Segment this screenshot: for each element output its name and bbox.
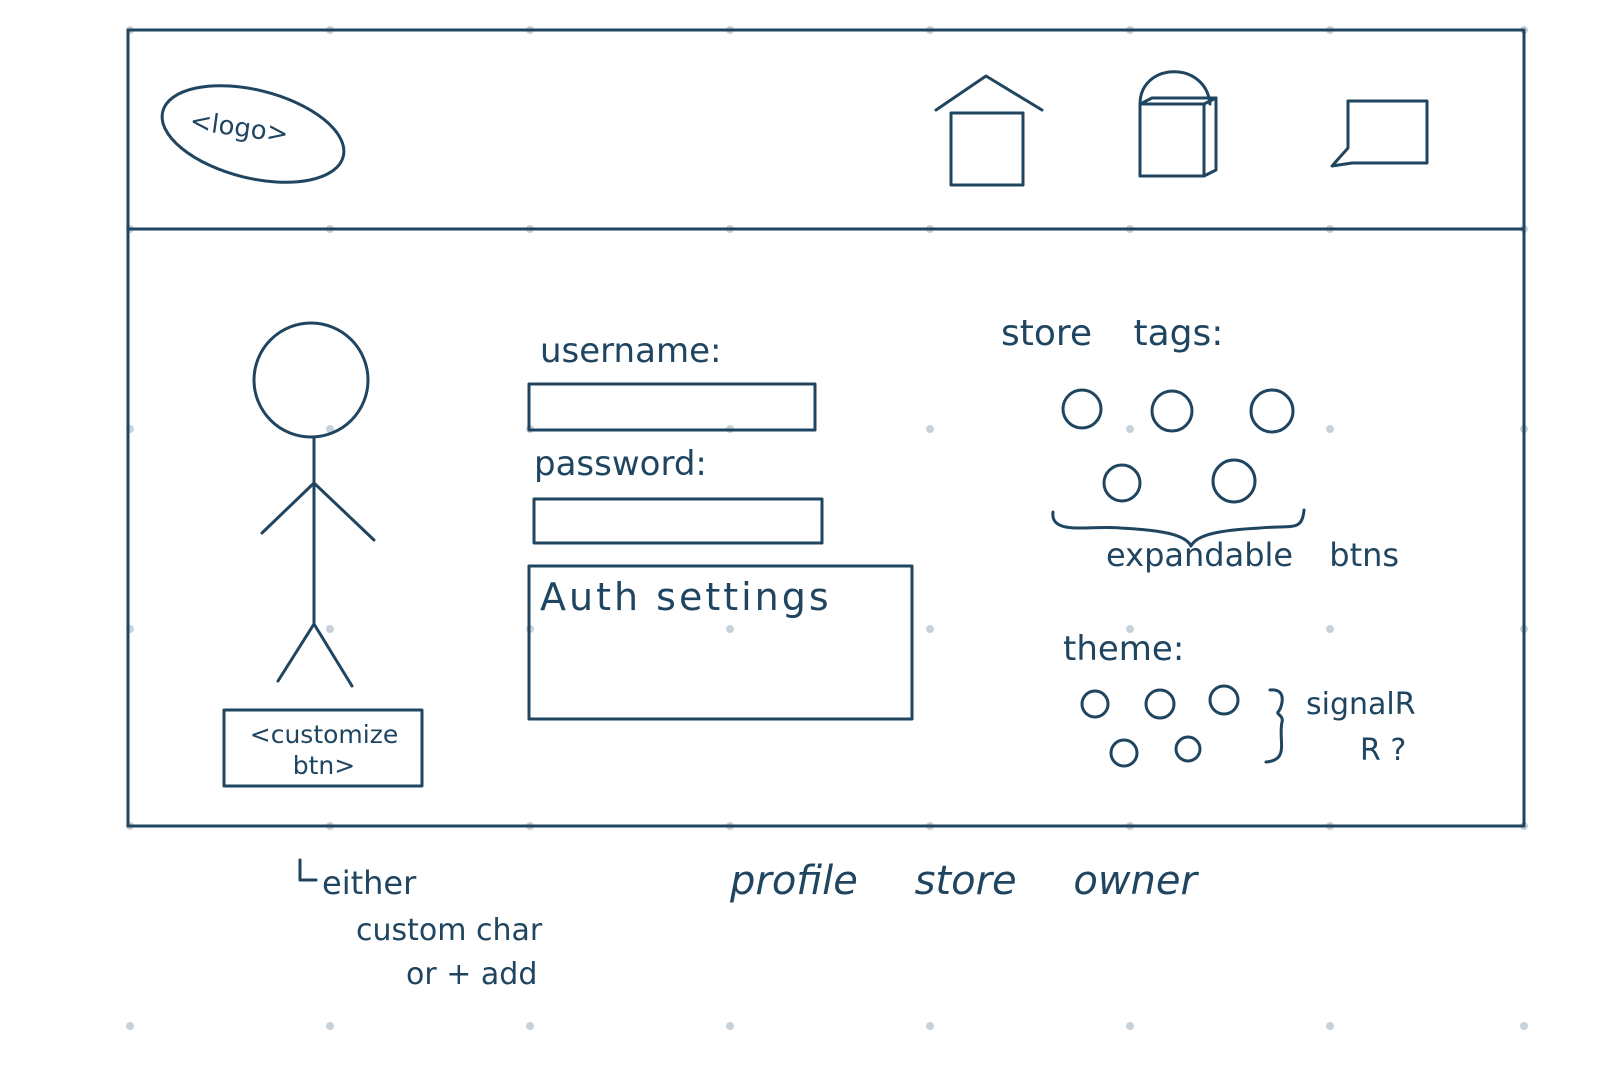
store-tags-group bbox=[1061, 388, 1295, 504]
customize-note-line3: or + add bbox=[406, 957, 537, 992]
logo-label: <logo> bbox=[188, 106, 290, 150]
customize-button-label-line1: <customize bbox=[250, 720, 398, 749]
grid-dot bbox=[1326, 425, 1334, 433]
store-tag-button[interactable] bbox=[1150, 389, 1194, 433]
avatar-left-leg bbox=[276, 622, 316, 683]
store-tags-label: store tags: bbox=[1001, 313, 1223, 354]
grid-dot bbox=[726, 625, 734, 633]
logo[interactable]: <logo> bbox=[152, 69, 354, 199]
logo-ellipse bbox=[160, 84, 346, 184]
store-tag-button[interactable] bbox=[1102, 463, 1142, 503]
username-input[interactable] bbox=[527, 382, 817, 432]
auth-settings-box[interactable]: Auth settings bbox=[527, 564, 914, 721]
customize-note-line2: custom char bbox=[356, 913, 543, 948]
avatar-left-arm bbox=[260, 481, 316, 535]
theme-label: theme: bbox=[1063, 629, 1184, 669]
grid-dot bbox=[526, 1022, 534, 1030]
grid-dot bbox=[926, 625, 934, 633]
password-label: password: bbox=[534, 444, 707, 484]
grid-dot bbox=[1520, 1022, 1528, 1030]
theme-note-line1: signalR bbox=[1306, 687, 1416, 722]
home-icon[interactable] bbox=[934, 74, 1044, 187]
avatar-right-arm bbox=[312, 481, 376, 542]
customize-button[interactable]: <customize btn> bbox=[222, 708, 424, 788]
grid-dot bbox=[1326, 1022, 1334, 1030]
page-caption: profile store owner bbox=[729, 858, 1200, 904]
theme-option[interactable] bbox=[1109, 738, 1139, 768]
customize-note-line1: either bbox=[322, 864, 417, 902]
grid-dot bbox=[926, 1022, 934, 1030]
theme-option[interactable] bbox=[1174, 735, 1202, 763]
avatar-head bbox=[252, 321, 370, 439]
username-label: username: bbox=[540, 331, 721, 371]
grid-dot bbox=[1126, 425, 1134, 433]
tags-bracket bbox=[1051, 508, 1306, 548]
grid-dot bbox=[1326, 625, 1334, 633]
app-window-frame bbox=[126, 28, 1526, 828]
store-tag-button[interactable] bbox=[1211, 458, 1257, 504]
customize-button-label-line2: btn> bbox=[293, 751, 355, 780]
theme-options-group bbox=[1080, 684, 1240, 768]
grid-dot bbox=[1126, 625, 1134, 633]
theme-note-line2: R ? bbox=[1360, 733, 1406, 768]
auth-settings-label: Auth settings bbox=[540, 575, 832, 619]
grid-dot bbox=[326, 425, 334, 433]
grid-dot bbox=[726, 1022, 734, 1030]
grid-dot bbox=[926, 425, 934, 433]
store-icon[interactable] bbox=[1138, 70, 1218, 178]
theme-option[interactable] bbox=[1080, 689, 1110, 719]
avatar bbox=[252, 321, 376, 688]
grid-dot bbox=[1126, 1022, 1134, 1030]
annotation-arrow bbox=[298, 858, 318, 882]
theme-bracket bbox=[1264, 688, 1284, 764]
grid-dot bbox=[126, 1022, 134, 1030]
password-input[interactable] bbox=[532, 497, 824, 545]
chat-icon[interactable] bbox=[1330, 99, 1429, 168]
grid-dot bbox=[326, 1022, 334, 1030]
store-tag-button[interactable] bbox=[1249, 388, 1295, 434]
theme-option[interactable] bbox=[1144, 688, 1176, 720]
store-tags-note: expandable btns bbox=[1106, 536, 1399, 574]
theme-option[interactable] bbox=[1208, 684, 1240, 716]
grid-dot bbox=[326, 625, 334, 633]
avatar-right-leg bbox=[312, 622, 354, 688]
store-tag-button[interactable] bbox=[1061, 388, 1103, 430]
